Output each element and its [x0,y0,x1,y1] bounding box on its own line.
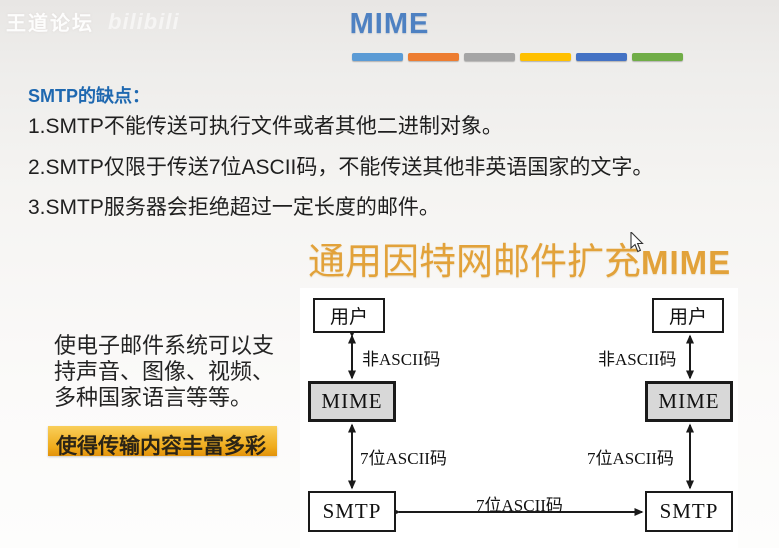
note-line: 持声音、图像、视频、 [54,359,275,384]
smtp-drawback-item: 3.SMTP服务器会拒绝超过一定长度的邮件。 [28,196,440,219]
highlight-banner: 使得传输内容丰富多彩 [48,426,277,458]
mime-benefit-note: 使电子邮件系统可以支 持声音、图像、视频、 多种国家语言等等。 [54,333,274,411]
smtp-box-left: SMTP [308,491,396,532]
user-box-right: 用户 [652,298,724,333]
mime-heading-chinese: 通用因特网邮件扩充 [308,242,641,283]
mime-box-left: MIME [308,381,396,422]
label-7bit-ascii-right: 7位ASCII码 [587,449,674,468]
label-non-ascii-left: 非ASCII码 [362,350,441,369]
note-line: 使电子邮件系统可以支 [54,333,275,358]
smtp-drawback-item: 1.SMTP不能传送可执行文件或者其他二进制对象。 [28,115,503,138]
accent-bar [408,53,459,61]
user-box-left: 用户 [313,298,385,333]
accent-bar [464,53,515,61]
mime-smtp-diagram: 用户 MIME SMTP 用户 MIME SMTP 非ASCII码 非ASCII… [300,288,738,548]
brand-watermark: 王道论坛 [6,13,94,35]
label-non-ascii-right: 非ASCII码 [598,350,677,369]
mime-box-right: MIME [645,381,733,422]
watermark: 王道论坛 bilibili [6,7,180,36]
label-7bit-ascii-link: 7位ASCII码 [476,496,563,515]
smtp-drawbacks-heading: SMTP的缺点： [28,86,151,106]
smtp-drawback-item: 2.SMTP仅限于传送7位ASCII码，不能传送其他非英语国家的文字。 [28,156,654,179]
mouse-cursor-icon [630,232,644,253]
smtp-box-right: SMTP [645,491,733,532]
accent-bar [352,53,403,61]
page-title: MIME [349,8,430,40]
accent-bar [520,53,571,61]
note-line: 多种国家语言等等。 [54,385,253,410]
accent-bar [632,53,683,61]
diagram-arrows [348,328,694,516]
accent-bar [576,53,627,61]
accent-bars [352,53,683,61]
bilibili-logo-watermark: bilibili [108,8,180,34]
mime-heading-english: MIME [641,244,732,281]
label-7bit-ascii-left: 7位ASCII码 [360,449,447,468]
mime-section-heading: 通用因特网邮件扩充MIME [308,231,731,285]
